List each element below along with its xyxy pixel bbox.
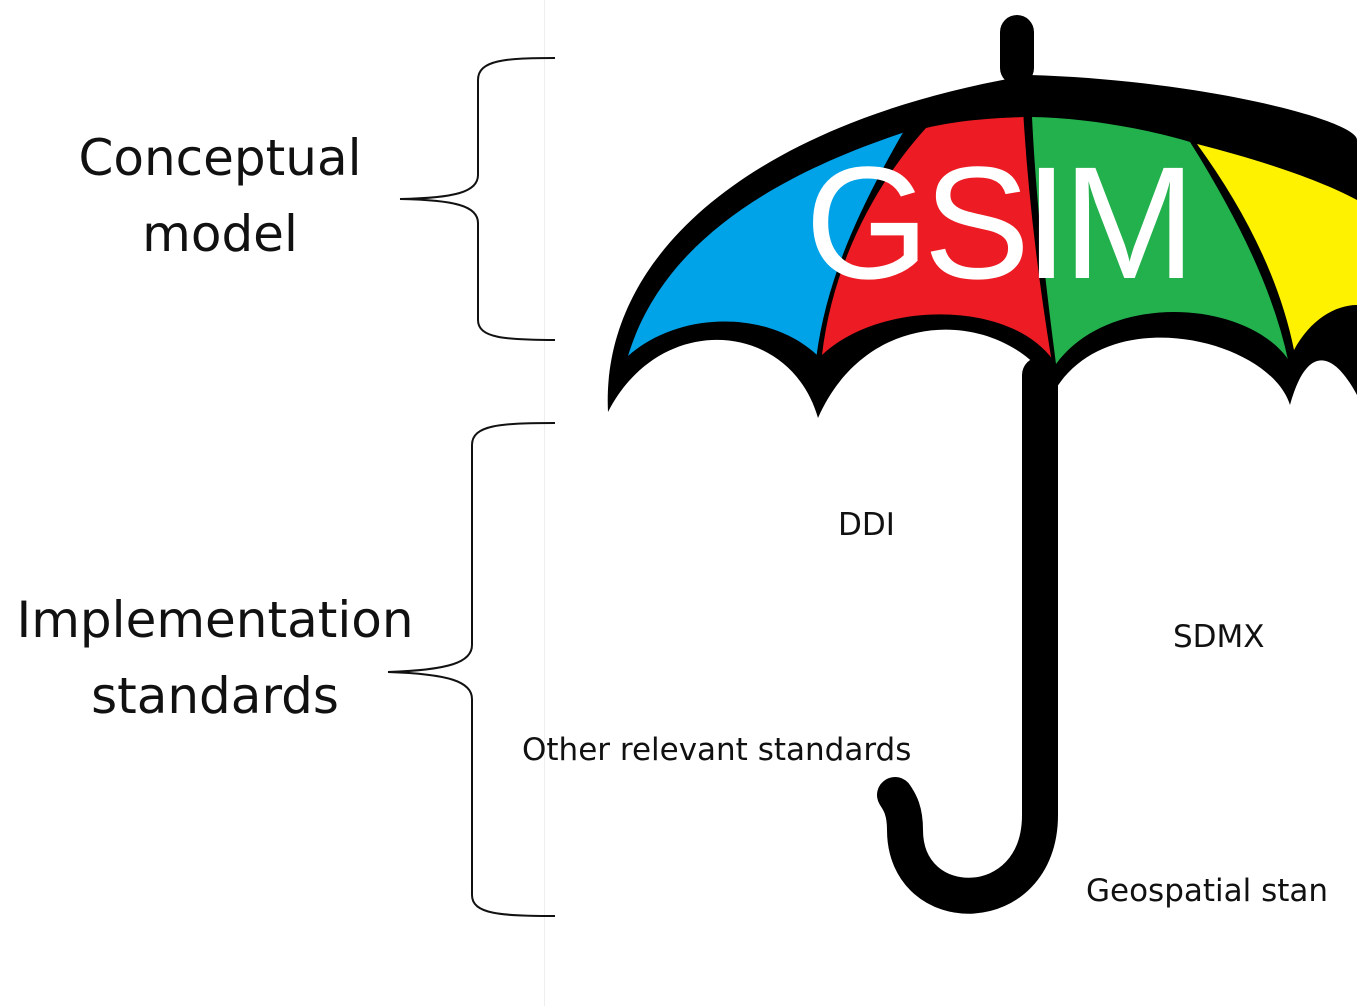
standard-geospatial: Geospatial stan	[1086, 873, 1329, 909]
slide-edge-divider	[544, 0, 545, 1006]
conceptual-label-line-1: Conceptual	[78, 129, 362, 187]
standard-ddi: DDI	[838, 507, 895, 543]
conceptual-brace	[399, 57, 556, 341]
umbrella-panel-yellow	[1197, 144, 1357, 350]
standard-other: Other relevant standards	[522, 732, 912, 768]
conceptual-label-line-2: model	[142, 205, 298, 263]
umbrella-handle	[877, 357, 1058, 914]
umbrella-panel-green	[1032, 117, 1290, 364]
standard-sdmx: SDMX	[1173, 619, 1265, 655]
implementation-standards-label: Implementation standards	[0, 582, 430, 734]
umbrella-tip	[1000, 15, 1034, 85]
implementation-label-line-2: standards	[91, 667, 339, 725]
conceptual-model-label: Conceptual model	[60, 120, 380, 272]
umbrella-panel-red	[822, 117, 1053, 360]
implementation-label-line-1: Implementation	[16, 591, 414, 649]
implementation-brace	[387, 422, 556, 917]
gsim-title: GSIM	[805, 133, 1196, 312]
umbrella-panel-blue	[628, 132, 905, 356]
